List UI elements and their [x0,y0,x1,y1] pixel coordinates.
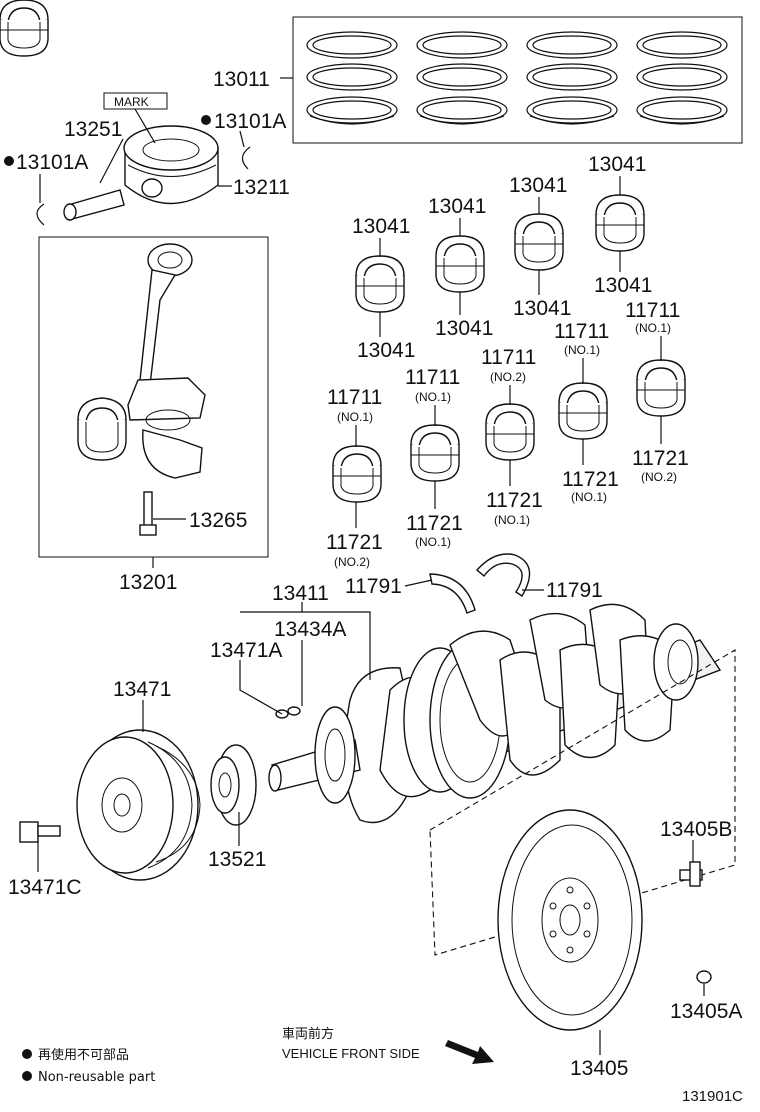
label-11721-c: 11721 [486,489,543,512]
label-11711-a: 11711 [327,386,382,409]
label-11711-d-sub: (NO.1) [564,343,600,357]
label-13101a-left: 13101A [16,151,88,174]
label-13405a: 13405A [670,1000,742,1023]
legend-non-reusable-jp: 再使用不可部品 [38,1047,129,1063]
snap-ring-left [36,203,45,226]
label-13041-e: 13041 [509,174,567,197]
label-11711-b: 11711 [405,366,460,389]
legend-non-reusable-en: Non-reusable part [38,1070,155,1085]
label-13101a-right: 13101A [214,110,286,133]
label-13041-a: 13041 [352,215,410,238]
label-11711-c-sub: (NO.2) [490,370,526,384]
label-13041-g: 13041 [588,153,646,176]
thrust-washer-left [429,573,476,614]
non-reusable-dot [4,156,14,166]
label-13251: 13251 [64,118,122,141]
label-13011: 13011 [213,68,270,91]
crank-timing-sprocket [210,744,257,826]
pulley-bolt [19,821,61,843]
label-13201: 13201 [119,571,177,594]
label-11721-d-sub: (NO.1) [571,490,607,504]
label-11711-e: 11711 [625,299,680,322]
crankshaft [268,603,722,824]
label-11711-b-sub: (NO.1) [415,390,451,404]
label-13265: 13265 [189,509,247,532]
non-reusable-dot [201,115,211,125]
drive-plate-bolt [679,861,703,887]
rod-bolt [139,491,157,536]
label-13041-c: 13041 [428,195,486,218]
drive-plate-spacer [696,970,712,984]
label-11721-e: 11721 [632,447,689,470]
label-11721-e-sub: (NO.2) [641,470,677,484]
piston-ring-set [292,16,743,144]
label-13041-d: 13041 [435,317,493,340]
label-11791-left: 11791 [345,575,402,598]
label-13041-b: 13041 [357,339,415,362]
label-11721-d: 11721 [562,468,619,491]
vehicle-front-en: VEHICLE FRONT SIDE [282,1046,420,1061]
drive-plate [497,809,643,1031]
label-11721-c-sub: (NO.1) [494,513,530,527]
crankshaft-pulley [76,729,201,881]
label-11711-e-sub: (NO.1) [635,321,671,335]
piston [123,125,219,205]
label-13041-h: 13041 [594,274,652,297]
vehicle-front-jp: 車両前方 [282,1026,334,1042]
label-11721-a: 11721 [326,531,383,554]
label-13521: 13521 [208,848,266,871]
label-11711-d: 11711 [554,320,609,343]
label-13471a: 13471A [210,639,282,662]
legend-dot-en [22,1071,32,1081]
legend-dot-jp [22,1049,32,1059]
diagram-code: 131901C [682,1088,743,1105]
label-11721-a-sub: (NO.2) [334,555,370,569]
thrust-washer-right [475,553,531,597]
label-13471c: 13471C [8,876,82,899]
label-13405: 13405 [570,1057,628,1080]
label-11711-a-sub: (NO.1) [337,410,373,424]
label-13041-f: 13041 [513,297,571,320]
label-11711-c: 11711 [481,346,536,369]
label-13411: 13411 [272,582,329,605]
piston-pin [63,189,125,221]
snap-ring-right [241,146,251,170]
label-11791-right: 11791 [546,579,603,602]
label-13434a: 13434A [274,618,346,641]
vehicle-front-arrow [445,1040,494,1064]
rod-bearing [77,397,127,461]
label-13471: 13471 [113,678,171,701]
connecting-rod [127,243,206,479]
mark-label: MARK [114,95,149,109]
label-13211: 13211 [233,176,290,199]
label-11721-b-sub: (NO.1) [415,535,451,549]
label-13405b: 13405B [660,818,732,841]
label-11721-b: 11721 [406,512,463,535]
